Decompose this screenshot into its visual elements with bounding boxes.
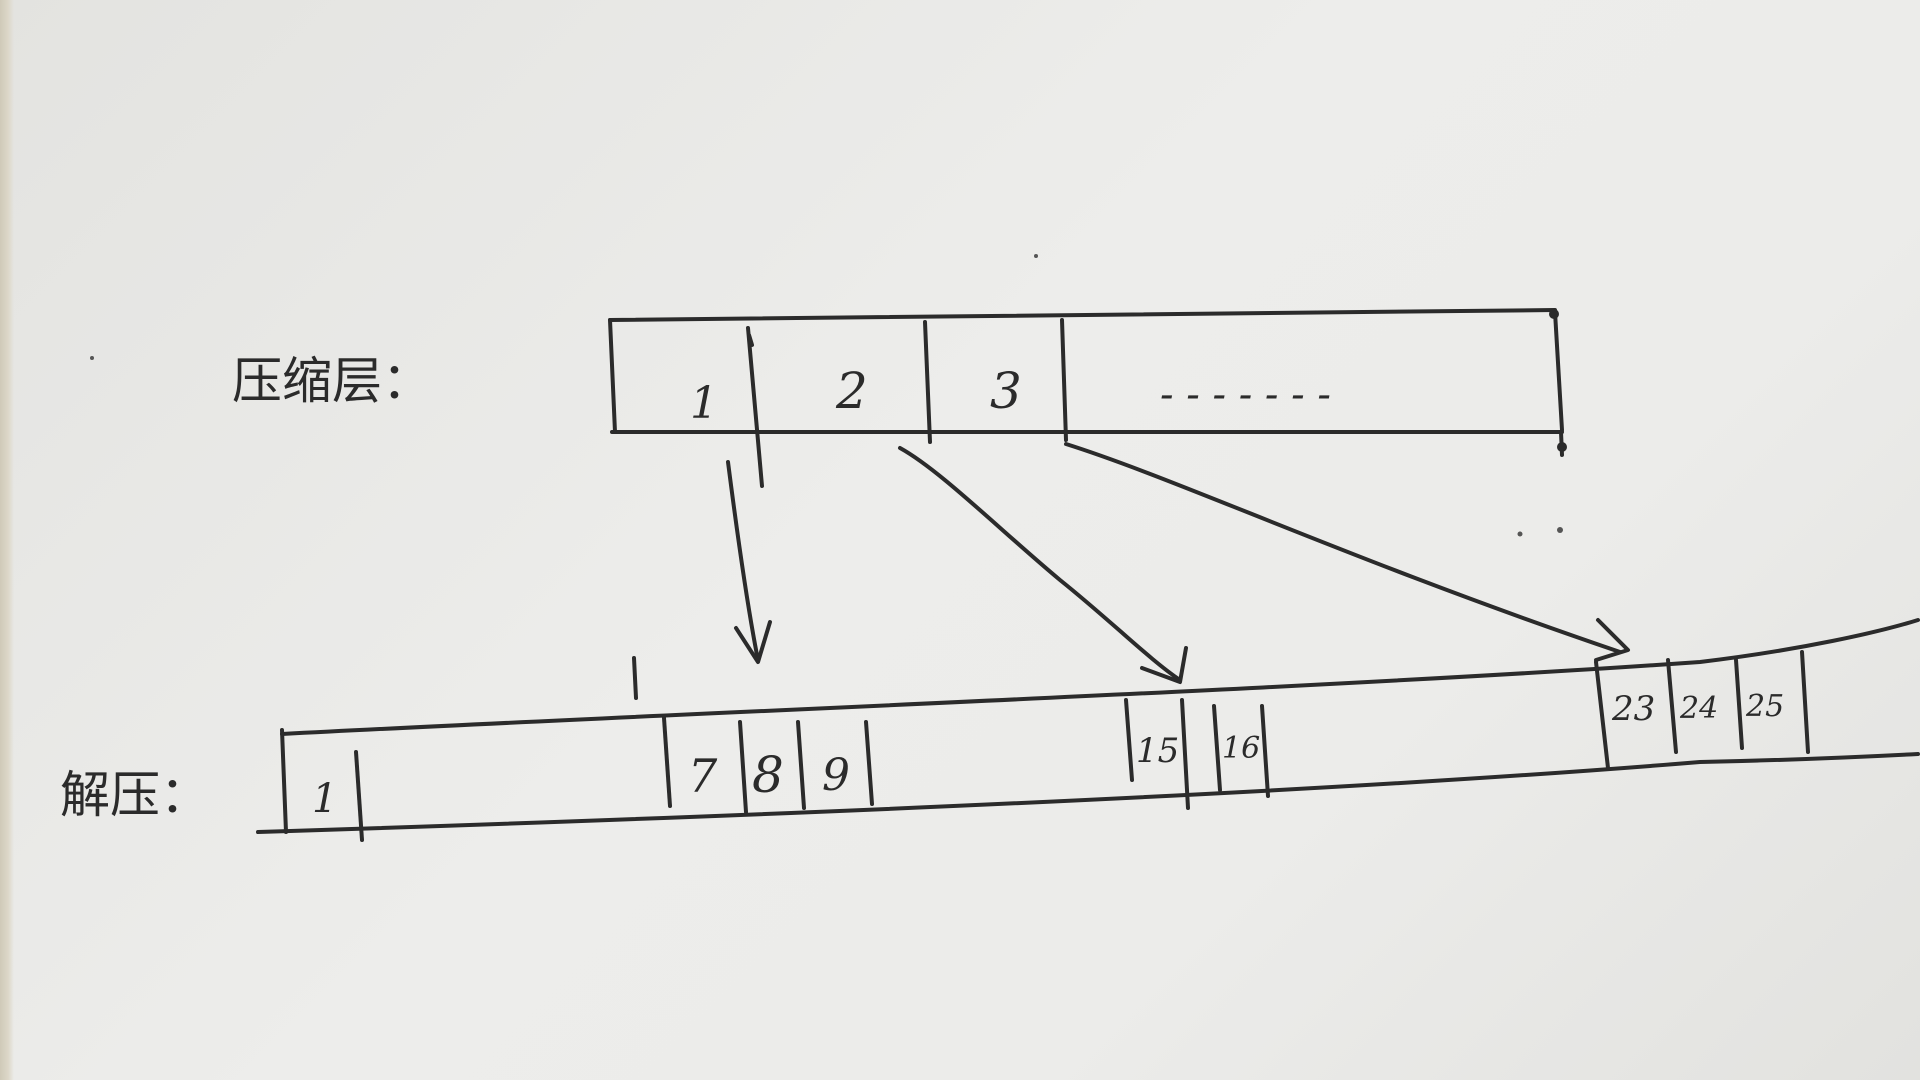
decompressed-cell-1: 1 [312,776,337,822]
decompressed-cell-9: 9 [822,750,850,801]
compressed-divider-2 [923,320,932,444]
arrow-3-to-23 [1064,442,1630,662]
decompressed-divider-23 [1594,660,1610,770]
compressed-layer-box [608,308,1567,488]
decompressed-top-edge [280,618,1920,736]
arrow-1-to-8 [726,460,772,664]
arrow-3-head [1594,618,1630,662]
compressed-divider-1-tick [747,333,754,347]
decompressed-divider-16-end [1260,704,1270,798]
decompressed-bottom-edge [256,752,1920,834]
decompressed-divider-9 [796,720,806,810]
arrow-2-head [1140,646,1188,684]
compressed-divider-1 [746,326,764,488]
compressed-cell-ellipsis: - - - - - - - [1160,372,1331,418]
compressed-right-edge [1553,310,1564,432]
decompressed-divider-15 [1124,698,1134,782]
paper-edge [0,0,14,1080]
decompressed-divider-15-end [1180,698,1190,810]
compressed-top-edge [608,308,1557,322]
decompressed-divider-1 [354,750,364,842]
decompressed-divider-8 [738,720,748,814]
pencil-speck [90,356,94,360]
arrow-2-shaft [898,446,1182,682]
compressed-layer-label: 压缩层： [232,352,432,410]
compressed-cell-1: 1 [690,378,718,429]
decompressed-cell-7: 7 [688,749,718,803]
compressed-divider-3 [1060,318,1068,442]
pencil-speck [1034,254,1038,258]
decompressed-divider-25-end [1800,650,1810,754]
decompressed-cell-24: 24 [1679,691,1718,726]
decompressed-cell-15: 15 [1136,731,1179,771]
stray-tick-mark [632,656,638,700]
decompressed-cell-8: 8 [752,746,784,804]
compressed-cell-3: 3 [990,362,1022,420]
compressed-right-tail [1559,430,1564,457]
arrow-2-to-15 [898,446,1188,684]
decompressed-cell-16: 16 [1222,731,1260,766]
decompressed-divider-7 [662,716,672,808]
compressed-cell-2: 2 [835,362,868,420]
pencil-speck [1517,531,1523,537]
decompressed-divider-16 [1212,704,1222,792]
arrow-1-shaft [726,460,760,662]
decompressed-cell-25: 25 [1745,689,1784,724]
decompressed-divider-25 [1734,658,1744,750]
decompressed-divider-24 [1666,658,1678,754]
arrow-1-head [734,620,772,664]
decompressed-left-edge [280,728,288,834]
arrow-3-shaft [1064,442,1622,654]
compressed-left-edge [608,318,617,434]
decompressed-cell-23: 23 [1611,689,1655,729]
decompressed-divider-9-end [864,720,874,806]
decompressed-layer-strip [256,618,1920,842]
pencil-speck [1557,527,1563,533]
decompressed-layer-label: 解压： [60,766,210,824]
corner-dot-top [1549,309,1559,319]
